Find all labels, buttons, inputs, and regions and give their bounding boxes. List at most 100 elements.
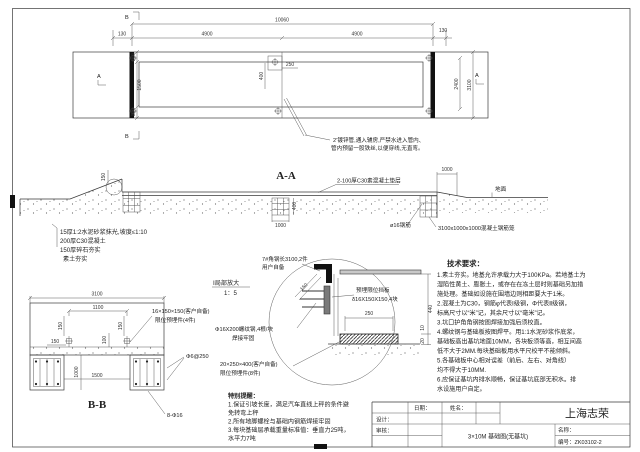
detail-angle-note-1: 7#角钢长3100,2件: [262, 255, 308, 263]
anchor-bolt-symbols: [129, 54, 433, 115]
aa-dim-pit-w: 1000: [275, 223, 286, 229]
plan-dim-right-inner: 2400: [454, 78, 460, 89]
section-aa-linework: [19, 170, 548, 247]
aa-layer-note-1: 15厚1:2水泥砂浆抹光,坡度≤1:10: [60, 228, 148, 236]
bb-dim-150-right: 150: [118, 322, 124, 331]
tech-line-5: 标高尺寸以“米”记，其余尺寸以“毫米”记。: [437, 309, 549, 317]
detail-dim-20: 20: [420, 338, 426, 344]
detail-dim-440: 440: [428, 305, 434, 314]
bb-dim-3100: 3100: [91, 292, 102, 298]
anchor-bolt-symbol: [129, 54, 433, 115]
frame-left-center-mark: [10, 195, 15, 208]
section-aa-title: A-A: [276, 170, 296, 182]
tech-line-1: 1.素土夯实。地基允许承载力大于100KPa。若地基土为: [437, 271, 586, 279]
special-line-1: 1.保证引坡长度，满足汽车直线上秤的条件避: [228, 401, 349, 409]
tech-requirements-title: 技术要求：: [447, 259, 484, 268]
aa-layer-note-4: 素土夯实: [63, 255, 87, 263]
title-block-name-label: 名称：: [558, 426, 575, 434]
tech-line-6: 3.坑口护角角钢按图焊接加强后须校直。: [437, 319, 546, 327]
plan-dim-joint-w: 250: [286, 62, 295, 68]
special-line-5: 水平力7吨: [228, 435, 256, 443]
special-notes: 特别提醒： 1.保证引坡长度，满足汽车直线上秤的条件避 免转弯上秤 2.所有地脚…: [228, 392, 350, 443]
bb-dim-1500: 1500: [91, 373, 102, 379]
tech-line-10: 5.各基础板中心相对误差（前后、左右、对角线）: [437, 357, 570, 365]
aa-layer-note-3: 150厚碎石夯实: [60, 246, 101, 254]
plan-pipe-note-line2: 管内预留一股铁丝,以便穿线,无直弯。: [331, 144, 424, 152]
detail-angle-note-2: 用户自备: [262, 263, 285, 271]
plan-section-a-marker-right: A: [475, 73, 479, 79]
tech-line-3: 施处理。基础如设施在围墙边则相距要大于1米。: [437, 290, 568, 298]
tech-line-11: 均不得大于10MM.: [437, 366, 486, 374]
detail-plate-note-1: 预埋限位挡板: [356, 286, 390, 294]
plan-section-b-marker-top: B: [125, 15, 129, 21]
plan-view: B B A A 10060 130 4900 4900 130 800 1500…: [72, 11, 489, 152]
title-block: 日期： 姓名： 设计： 审核： 上海志荣 3×10M 基础图(无基坑) 名称： …: [371, 401, 630, 447]
title-block-design-label: 设计：: [376, 416, 393, 424]
tech-line-4: 2.混凝土为C30，钢筋φ代表Ⅰ级钢，Φ代表Ⅱ级钢，: [437, 300, 570, 308]
plan-section-b-marker-bottom: B: [125, 134, 129, 140]
special-notes-title: 特别提醒：: [228, 392, 259, 400]
plan-dim-right-total: 3100: [467, 79, 473, 90]
title-block-person-label: 姓名：: [450, 404, 467, 412]
plan-dim-span-left: 4900: [201, 32, 212, 38]
plan-dim-gap-right: 130: [439, 28, 448, 34]
detail-dim-slope: 150: [299, 282, 309, 292]
aa-cage-label: 3100x1000x1000混凝土钢筋笼: [438, 224, 515, 232]
title-block-review-label: 审核：: [376, 427, 393, 435]
tech-line-2: 湿陷性黄土、膨胀土，或存在在冻土层时则基础另加措: [437, 281, 583, 289]
detail-rebar-note-1: Φ16X200螺纹钢,4根/块: [215, 325, 273, 333]
aa-rebar-label: ø16钢筋: [390, 221, 411, 229]
plan-dim-total: 10060: [275, 18, 289, 24]
title-block-number-label: 编号：ZK03102-2: [558, 438, 602, 446]
detail-base-note-2: 限位预埋件(8件): [220, 369, 261, 377]
detail-rebar-note-2: 焊接牢固: [232, 334, 255, 342]
title-block-drawing-title: 3×10M 基础图(无基坑): [468, 433, 528, 441]
detail-title: Ⅰ局部放大: [213, 279, 239, 287]
bb-plate-note-1: 16×150×150(客户自备): [152, 307, 210, 315]
plan-pipe-note-line1: 2’镀锌管,通入辅房,严禁水进入管内、: [333, 136, 424, 144]
special-line-4: 3.每块基础层承载重量标准值：垂直力25吨，: [228, 426, 350, 434]
bb-stirrup-label: Φ6@250: [186, 354, 209, 360]
tech-requirements: 技术要求： 1.素土夯实。地基允许承载力大于100KPa。若地基土为 湿陷性黄土…: [437, 259, 586, 393]
section-aa: A-A 2-100厚C30素混凝土垫层 1000 地面 1000 400 150…: [19, 167, 548, 263]
aa-cushion-label: 2-100厚C30素混凝土垫层: [337, 177, 401, 185]
plan-dim-h-top: 800: [131, 53, 137, 62]
drawing-frame: [10, 8, 631, 449]
title-block-date-label: 日期：: [414, 405, 431, 412]
bb-dim-1000: 1000: [74, 366, 80, 377]
detail-linework: [212, 258, 431, 386]
aa-dim-150: 150: [101, 173, 107, 182]
title-block-grid: [371, 401, 630, 447]
plan-dim-h-mid: 1500: [137, 79, 143, 90]
section-bb-title: B-B: [88, 399, 107, 411]
tech-line-13: 水设施用户自定。: [437, 385, 486, 393]
aa-layer-note-2: 200厚C30混凝土: [60, 237, 106, 245]
detail-plate-note-2: δ16X150X150,4块: [352, 295, 398, 303]
detail-scale: 1：5: [224, 290, 237, 297]
detail-base-note-1: 20×250×400(客户自备): [220, 360, 278, 368]
detail-dim-250: 250: [365, 311, 374, 317]
title-block-company: 上海志荣: [565, 406, 609, 420]
tech-line-9: 低不大于2MM.每块基础板用水平尺校平不能倾斜。: [437, 347, 574, 355]
aa-dim-pit-top: 1000: [441, 167, 452, 173]
bb-dim-150-left: 150: [58, 322, 64, 331]
plan-dim-joint-h: 400: [259, 72, 265, 81]
bb-dim-1100: 1100: [93, 305, 104, 311]
detail-view: Ⅰ局部放大 1：5 7#角钢长3100,2件 用户自备 预埋限位挡板 δ16X1…: [212, 255, 434, 386]
bb-plate-note-2: 限位预埋件(4件): [155, 316, 196, 324]
bb-dim-150-h: 150: [51, 339, 60, 345]
special-line-3: 2.所有地脚螺栓与基础内钢筋焊接牢固: [228, 418, 331, 426]
plan-linework: [72, 11, 489, 141]
section-bb-linework: [27, 295, 185, 415]
aa-dim-pit-h: 400: [292, 202, 298, 211]
tech-line-8: 基础板高出基坑地面10MM，各块板须等高，相互间高: [437, 338, 582, 346]
section-bb: B-B 3100 1100 150 150 150 100 1000 1500 …: [27, 292, 210, 419]
aa-ground-label: 地面: [495, 185, 507, 193]
plan-dim-gap-left: 130: [118, 32, 127, 38]
plan-section-a-marker-left: A: [97, 74, 101, 80]
plan-dim-h-bot: 800: [131, 108, 137, 117]
tech-line-7: 4.螺纹钢与基础板按图焊平。用1:1水泥砂浆作底浆，: [437, 328, 579, 336]
detail-dim-10: 10: [420, 325, 426, 331]
